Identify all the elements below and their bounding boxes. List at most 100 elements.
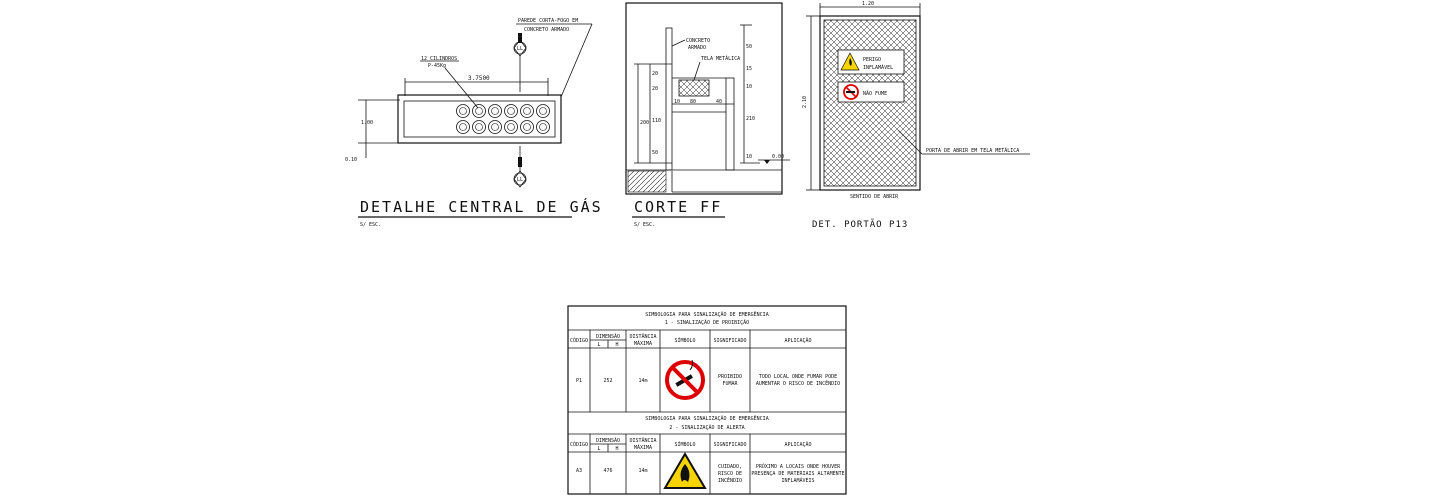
svg-text:20: 20 bbox=[652, 86, 658, 92]
gas-cylinder bbox=[520, 120, 534, 134]
row2-apl-2: PRESENÇA DE MATERIAIS ALTAMENTE bbox=[751, 471, 844, 477]
gas-cylinder-valve bbox=[523, 107, 531, 115]
gas-cylinder bbox=[456, 104, 470, 118]
gas-cylinder-valve bbox=[507, 107, 515, 115]
row2-sig-3: INCÊNDIO bbox=[718, 476, 742, 484]
gas-cylinder-valve bbox=[459, 123, 467, 131]
level-label: 0.00 bbox=[772, 154, 784, 160]
svg-text:15: 15 bbox=[746, 66, 752, 72]
svg-text:20: 20 bbox=[652, 71, 658, 77]
table-subheader-2: 2 - SINALIZAÇÃO DE ALERTA bbox=[669, 424, 744, 431]
gas-enclosure-outer bbox=[397, 94, 562, 144]
gas-cylinder bbox=[536, 104, 550, 118]
svg-text:210: 210 bbox=[746, 116, 755, 122]
section-scale: S/ ESC. bbox=[634, 222, 655, 228]
svg-text:ARMADO: ARMADO bbox=[688, 45, 706, 51]
row2-dist: 14m bbox=[638, 468, 647, 474]
row1-sig-1: PROIBIDO bbox=[718, 374, 742, 380]
row2-apl-1: PRÓXIMO A LOCAIS ONDE HOUVER bbox=[756, 463, 841, 470]
gate-top-dim: 1.20 bbox=[862, 1, 874, 7]
col-dimensao: DIMENSÃO bbox=[596, 333, 620, 340]
col-significado: SIGNIFICADO bbox=[713, 338, 746, 344]
gas-enclosure-inner bbox=[403, 100, 556, 138]
row2-sig-1: CUIDADO, bbox=[718, 464, 742, 470]
svg-text:MÁXIMA: MÁXIMA bbox=[634, 444, 652, 451]
gas-cylinder-valve bbox=[507, 123, 515, 131]
concrete-wall bbox=[665, 27, 673, 171]
svg-text:50: 50 bbox=[746, 44, 752, 50]
gas-central-detail: 3.7500 12 CILINDROS P-45Kg 1.00 0.10 LL … bbox=[345, 18, 603, 228]
mesh-box bbox=[678, 79, 710, 97]
gas-title: DETALHE CENTRAL DE GÁS bbox=[360, 197, 603, 216]
gas-cylinder-valve bbox=[475, 123, 483, 131]
gas-scale: S/ ESC. bbox=[360, 222, 381, 228]
row1-apl-1: TODO LOCAL ONDE FUMAR PODE bbox=[759, 374, 837, 380]
gas-cylinder bbox=[488, 120, 502, 134]
svg-text:SÍMBOLO: SÍMBOLO bbox=[674, 440, 695, 448]
section-ff: CONCRETO ARMADO TELA METÁLICA 20 20 110 … bbox=[625, 2, 790, 228]
row2-dim: 476 bbox=[603, 468, 612, 474]
gas-cylinder bbox=[472, 104, 486, 118]
gas-cylinder bbox=[536, 120, 550, 134]
svg-text:10: 10 bbox=[746, 84, 752, 90]
row1-dim: 252 bbox=[603, 378, 612, 384]
svg-text:200: 200 bbox=[640, 120, 649, 126]
row2-codigo: A3 bbox=[576, 468, 582, 474]
cylinder-note-1: 12 CILINDROS bbox=[421, 56, 457, 62]
svg-text:SIGNIFICADO: SIGNIFICADO bbox=[713, 442, 746, 448]
row1-sig-2: FUMAR bbox=[722, 381, 738, 387]
gas-cylinder bbox=[520, 104, 534, 118]
table-subheader-1: 1 - SINALIZAÇÃO DE PROIBIÇÃO bbox=[665, 319, 749, 326]
gate-side-dim: 2.10 bbox=[802, 96, 808, 108]
gas-cylinder bbox=[456, 120, 470, 134]
row1-codigo: P1 bbox=[576, 378, 582, 384]
dim-height-label: 1.00 bbox=[361, 120, 373, 126]
wall-note-2: CONCRETO ARMADO bbox=[524, 27, 569, 33]
gas-cylinder bbox=[472, 120, 486, 134]
row2-sig-2: RISCO DE bbox=[718, 471, 742, 477]
svg-text:LL: LL bbox=[517, 177, 523, 183]
col-codigo: CÓDIGO bbox=[570, 337, 588, 344]
row1-apl-2: AUMENTAR O RISCO DE INCÊNDIO bbox=[756, 379, 840, 387]
col-simbolo: SÍMBOLO bbox=[674, 336, 695, 344]
svg-text:INFLAMÁVEL: INFLAMÁVEL bbox=[863, 64, 893, 71]
svg-text:CÓDIGO: CÓDIGO bbox=[570, 441, 588, 448]
section-frame bbox=[625, 2, 783, 195]
gate-mesh bbox=[823, 19, 917, 187]
svg-text:L: L bbox=[597, 342, 600, 348]
dim-width-label: 3.7500 bbox=[468, 75, 490, 82]
gas-cylinder-valve bbox=[475, 107, 483, 115]
signage-table: SIMBOLOGIA PARA SINALIZAÇÃO DE EMERGÊNCI… bbox=[567, 305, 847, 495]
gas-cylinder bbox=[504, 104, 518, 118]
section-title: CORTE FF bbox=[634, 198, 722, 216]
dim-floor-label: 0.10 bbox=[345, 157, 357, 163]
svg-text:H: H bbox=[615, 342, 618, 348]
wall-note-1: PAREDE CORTA-FOGO EM bbox=[518, 18, 578, 24]
svg-text:50: 50 bbox=[652, 150, 658, 156]
svg-text:MÁXIMA: MÁXIMA bbox=[634, 340, 652, 347]
svg-text:110: 110 bbox=[652, 118, 661, 124]
svg-text:10: 10 bbox=[746, 154, 752, 160]
gas-cylinder bbox=[504, 120, 518, 134]
gas-cylinder bbox=[488, 104, 502, 118]
row2-apl-3: INFLAMÁVEIS bbox=[781, 477, 814, 484]
svg-text:10: 10 bbox=[674, 99, 680, 105]
svg-text:NÃO FUME: NÃO FUME bbox=[863, 90, 887, 97]
svg-text:TELA METÁLICA: TELA METÁLICA bbox=[701, 55, 740, 62]
table-header-1: SIMBOLOGIA PARA SINALIZAÇÃO DE EMERGÊNCI… bbox=[645, 310, 768, 318]
gas-cylinder-valve bbox=[539, 123, 547, 131]
table-border bbox=[567, 305, 847, 495]
col-aplicacao: APLICAÇÃO bbox=[784, 337, 811, 344]
cylinder-note-2: P-45Kg bbox=[428, 63, 446, 69]
svg-text:H: H bbox=[615, 446, 618, 452]
svg-text:CONCRETO: CONCRETO bbox=[686, 38, 710, 44]
svg-text:DIMENSÃO: DIMENSÃO bbox=[596, 437, 620, 444]
gas-cylinders bbox=[456, 104, 550, 134]
gate-bottom-note: SENTIDO DE ABRIR bbox=[850, 194, 899, 200]
svg-text:DISTÂNCIA: DISTÂNCIA bbox=[629, 437, 656, 444]
row1-dist: 14m bbox=[638, 378, 647, 384]
gas-cylinder-valve bbox=[459, 107, 467, 115]
svg-text:PERIGO: PERIGO bbox=[863, 57, 881, 63]
gas-cylinder-valve bbox=[491, 107, 499, 115]
